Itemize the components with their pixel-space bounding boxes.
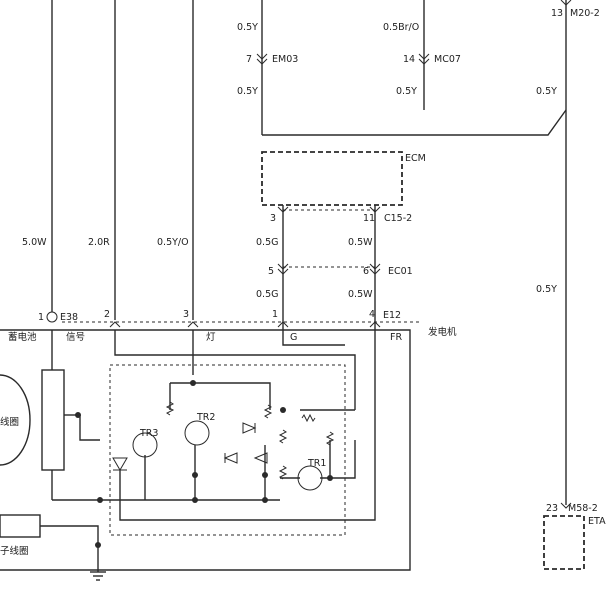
e12-pin4: 4 <box>369 309 375 320</box>
ec01-pin-w: 6 <box>363 266 369 277</box>
wire-right-mid: 0.5Y <box>536 284 557 295</box>
top-wiring <box>261 0 567 505</box>
tr2-icon <box>184 420 210 446</box>
em03-label: EM03 <box>272 54 298 65</box>
wire-em-top: 0.5Y <box>237 22 258 33</box>
tr1-label: TR1 <box>307 458 326 469</box>
eta-component: 23 M58-2 ETA <box>543 502 606 570</box>
tr3-label: TR3 <box>139 428 158 439</box>
m20-label: M20-2 <box>570 8 600 19</box>
em03-connector: 7 EM03 <box>246 53 298 65</box>
terminal-signal: 信号 <box>66 331 85 343</box>
generator-label: 发电机 <box>428 326 457 338</box>
wire-2r: 2.0R <box>88 237 110 248</box>
mc07-pin: 14 <box>403 54 415 65</box>
wire-em-bottom: 0.5Y <box>237 86 258 97</box>
wire-05yo: 0.5Y/O <box>157 237 189 248</box>
stator-coil: 线圈 <box>0 369 65 471</box>
ec01-connector: 5 6 EC01 <box>268 263 413 277</box>
e12-connector: 2 3 1 4 E12 <box>62 309 420 328</box>
ec01-pin-g: 5 <box>268 266 274 277</box>
terminal-g: G <box>290 332 297 343</box>
m20-connector: 13 M20-2 <box>551 0 600 19</box>
em03-pin: 7 <box>246 54 252 65</box>
wire-mc-bottom: 0.5Y <box>396 86 417 97</box>
wire-right-top: 0.5Y <box>536 86 557 97</box>
wire-5w: 5.0W <box>22 237 47 248</box>
terminal-fr: FR <box>390 332 402 343</box>
field-coil: 子线圈 <box>0 514 41 557</box>
ground-icon <box>90 565 106 581</box>
ecm-module: ECM <box>261 151 426 206</box>
ecm-label: ECM <box>405 153 426 164</box>
wire-w-upper: 0.5W <box>348 237 373 248</box>
e12-pin3: 3 <box>183 309 189 320</box>
e38-connector: 1 E38 <box>38 311 78 323</box>
mc07-label: MC07 <box>434 54 461 65</box>
c15-connector: 3 11 C15-2 <box>270 206 412 224</box>
tr2-label: TR2 <box>196 412 215 423</box>
m58-pin: 23 <box>546 503 558 514</box>
wire-mc-top: 0.5Br/O <box>383 22 419 33</box>
eta-label: ETA <box>588 516 606 527</box>
ec01-label: EC01 <box>388 266 413 277</box>
e38-label: E38 <box>60 312 78 323</box>
e38-pin: 1 <box>38 312 44 323</box>
wire-w-lower: 0.5W <box>348 289 373 300</box>
terminal-battery: 蓄电池 <box>8 331 37 343</box>
e12-pin1: 1 <box>272 309 278 320</box>
e12-label: E12 <box>383 310 401 321</box>
regulator-wiring: TR3 TR2 TR1 <box>40 330 376 565</box>
tr1-icon <box>297 465 323 491</box>
mc07-connector: 14 MC07 <box>403 53 461 65</box>
wire-g-lower: 0.5G <box>256 289 278 300</box>
terminal-lamp: 灯 <box>206 332 216 343</box>
stator-label: 线圈 <box>0 416 19 428</box>
m58-label: M58-2 <box>568 503 598 514</box>
generator-unit: 发电机 蓄电池 信号 灯 G FR <box>0 326 457 571</box>
c15-pin-w: 11 <box>363 213 375 224</box>
m20-pin: 13 <box>551 8 563 19</box>
c15-label: C15-2 <box>384 213 412 224</box>
e12-pin2: 2 <box>104 309 110 320</box>
wire-g-upper: 0.5G <box>256 237 278 248</box>
tr3-icon <box>132 432 158 458</box>
c15-pin-g: 3 <box>270 213 276 224</box>
field-label: 子线圈 <box>0 545 29 557</box>
